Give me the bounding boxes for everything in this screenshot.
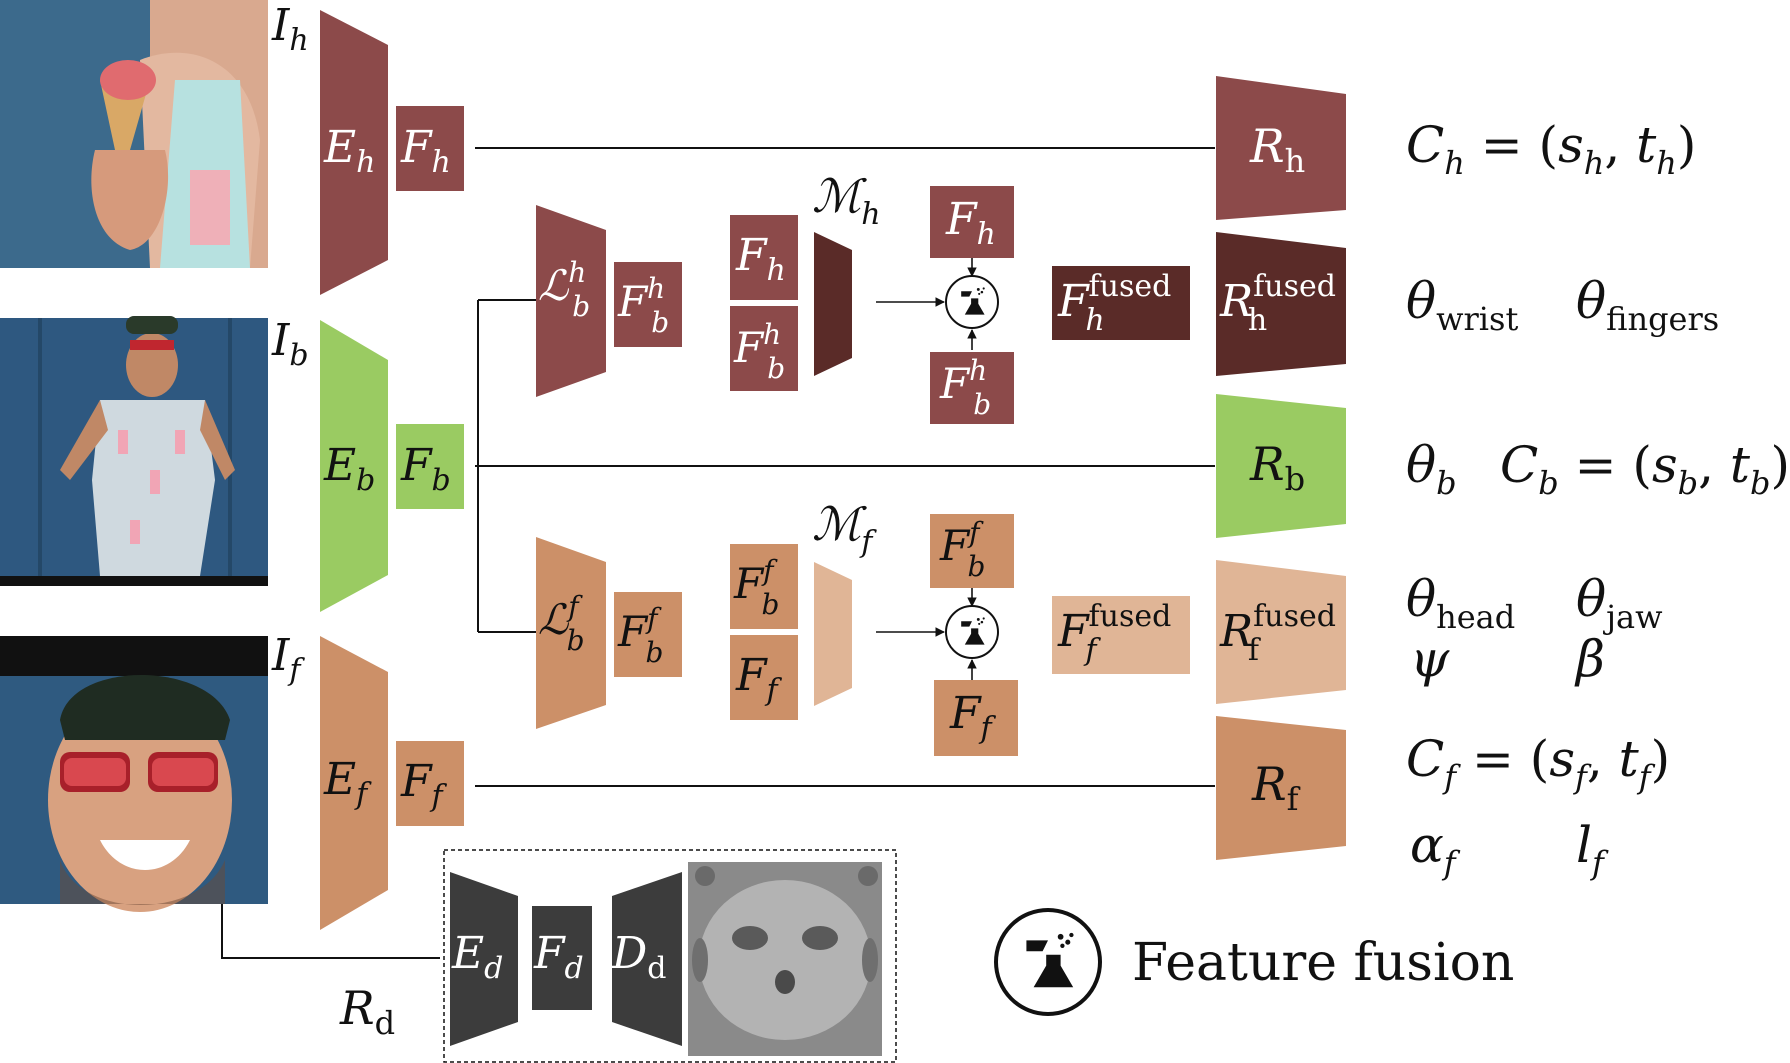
face-regressor: Rf [1216,716,1346,860]
wrist-param: θwrist [1406,272,1518,338]
legend: Feature fusion [994,908,1514,1016]
input-label-body: Ib [271,315,309,373]
body-regressor: Rb [1216,394,1346,538]
expression-param: ψ [1410,630,1450,688]
body-camera: Cb = (sb, tb) [1500,436,1790,502]
hand-encoder: Eh [320,10,388,295]
hand-closeup-photo [0,0,268,268]
face-camera: Cf = (sf, tf) [1406,730,1670,796]
jaw-param: θjaw [1576,570,1663,636]
svg-text:ℳf: ℳf [812,497,877,560]
albedo-param: αf [1410,816,1461,882]
head-param: θhead [1406,570,1515,636]
output-parameters: Ch = (sh, th) θwrist θfingers θb Cb = (s… [1406,116,1790,882]
detail-branch-label: Rd [339,981,395,1042]
face-feature: Ff [396,741,464,826]
svg-text:Ed: Ed [451,928,503,986]
shape-param: β [1574,630,1605,688]
connection-lines [221,147,1215,959]
svg-text:ℳh: ℳh [812,169,881,232]
displacement-map [688,862,882,1056]
input-label-hand: Ih [271,0,309,58]
legend-label: Feature fusion [1132,933,1514,993]
hand-feature: Fh [396,106,464,191]
svg-text:Fhb: Fhb [939,354,991,421]
input-label-face: If [271,630,305,688]
body-feature: Fb [396,424,464,509]
hand-camera: Ch = (sh, th) [1406,116,1696,182]
face-encoder: Ef [320,636,388,930]
face-closeup-photo [0,636,268,912]
body-encoder: Eb [320,320,388,612]
fingers-param: θfingers [1576,272,1719,338]
detail-branch: Ed Fd Dd [443,849,897,1063]
full-body-photo [0,316,268,586]
light-param: lf [1576,816,1609,882]
body-pose-param: θb [1406,436,1457,502]
hand-regressor: Rh [1216,76,1346,220]
